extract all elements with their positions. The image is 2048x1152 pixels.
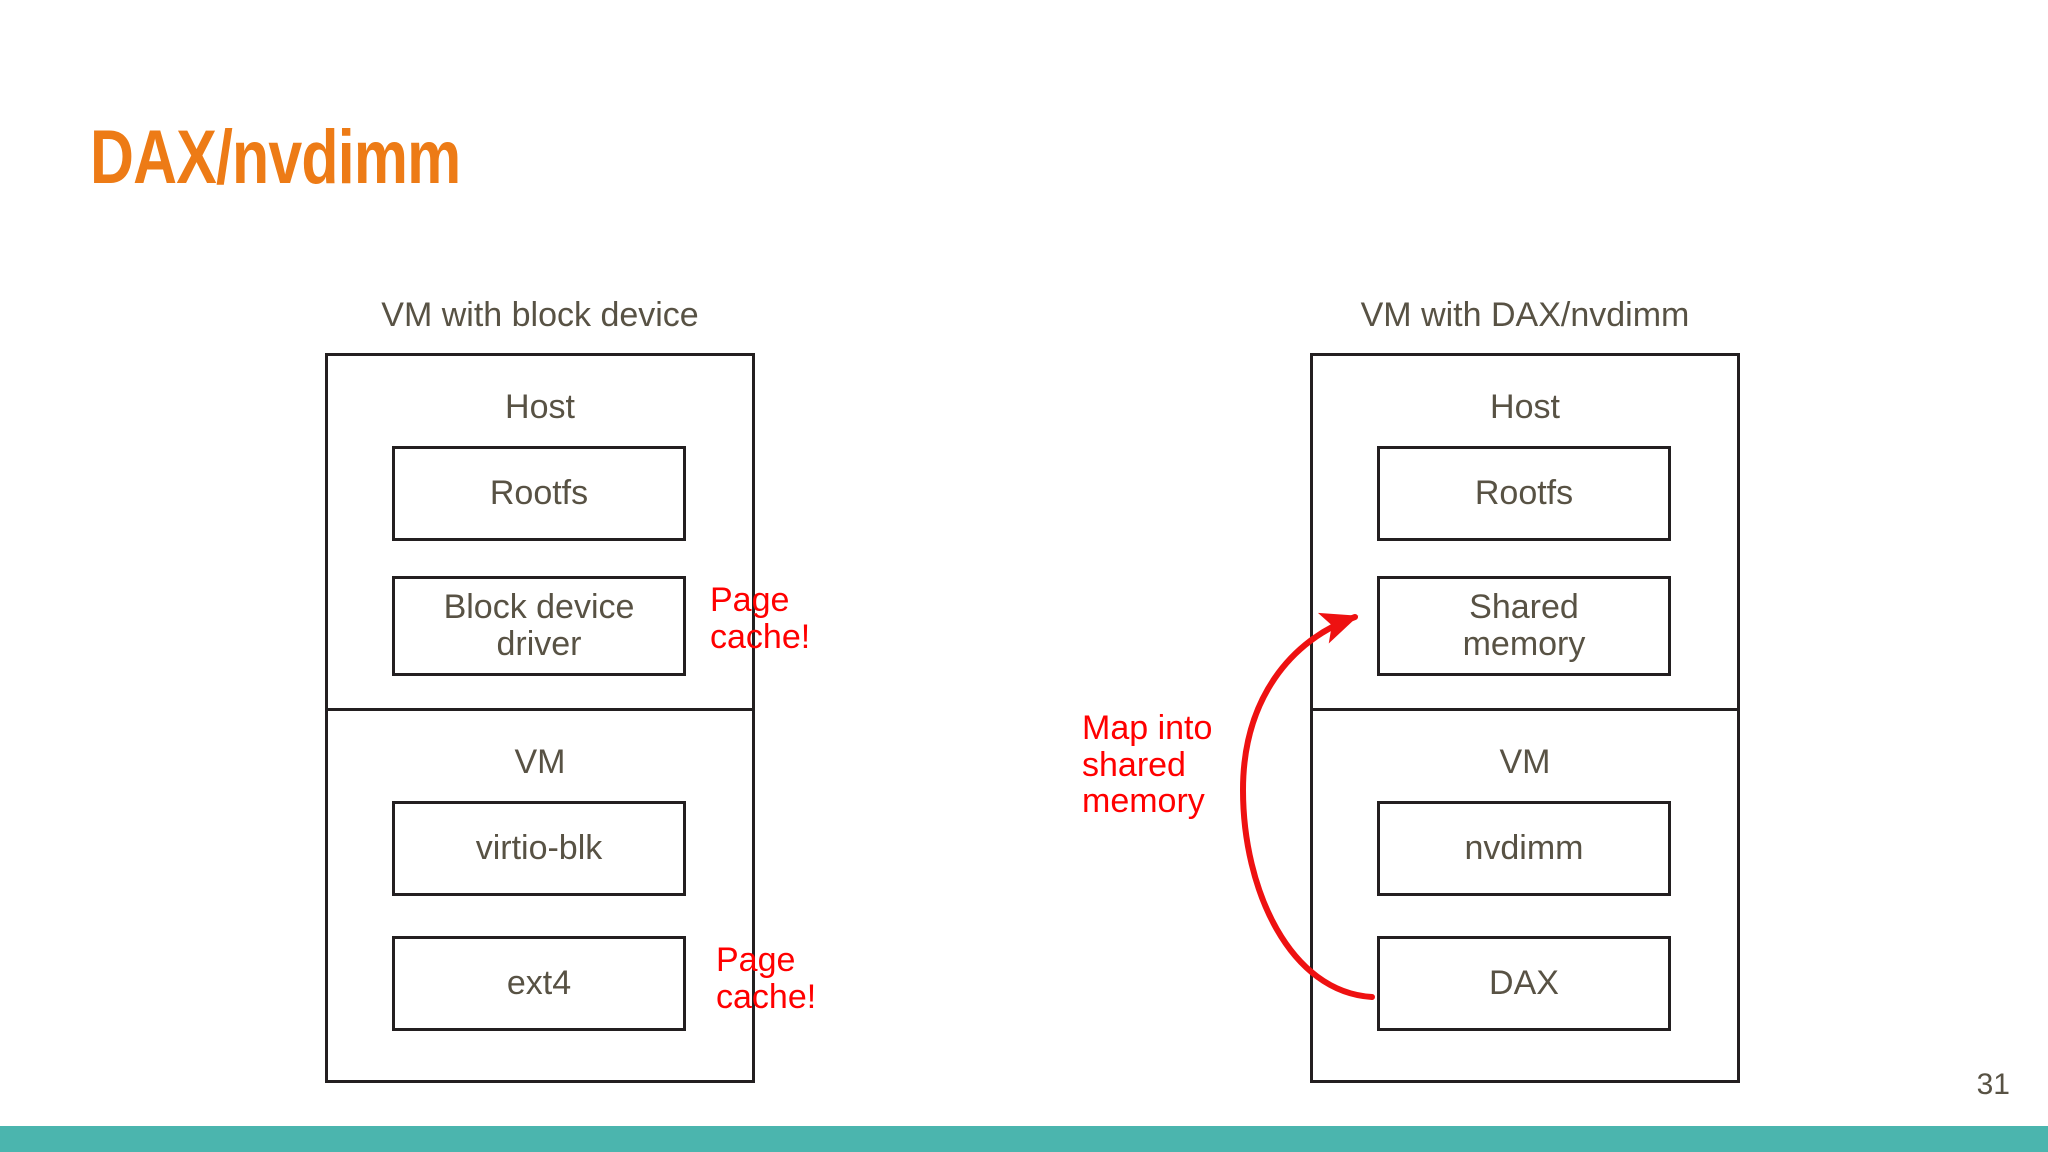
left-vm-box-ext4: ext4 [392, 936, 686, 1031]
left-vm-section: VM virtio-blk ext4 [328, 711, 752, 1086]
right-host-box-shared-memory-label: Shared memory [1462, 588, 1586, 663]
left-vm-box-ext4-label: ext4 [506, 964, 572, 1003]
right-host-box-rootfs-label: Rootfs [1474, 474, 1574, 513]
left-vm-box-virtio-blk: virtio-blk [392, 801, 686, 896]
left-vm-box-virtio-blk-label: virtio-blk [475, 829, 603, 868]
right-annotation-map-into-shared-memory: Map into shared memory [1082, 709, 1213, 821]
right-host-box-rootfs: Rootfs [1377, 446, 1671, 541]
right-diagram-caption: VM with DAX/nvdimm [1360, 296, 1690, 334]
page-number: 31 [1976, 1068, 2010, 1101]
footer-accent-bar [0, 1126, 2048, 1152]
right-host-box-shared-memory: Shared memory [1377, 576, 1671, 676]
left-host-box-rootfs-label: Rootfs [489, 474, 589, 513]
left-host-box-rootfs: Rootfs [392, 446, 686, 541]
left-vm-label: VM [514, 743, 566, 781]
right-vm-box-nvdimm: nvdimm [1377, 801, 1671, 896]
right-vm-box-dax-label: DAX [1489, 964, 1559, 1003]
left-annotation-page-cache-host: Page cache! [710, 581, 811, 656]
right-host-section: Host Rootfs Shared memory [1313, 356, 1737, 711]
right-vm-box-dax: DAX [1377, 936, 1671, 1031]
right-host-label: Host [1490, 388, 1560, 426]
left-diagram-outer-box: Host Rootfs Block device driver VM virti… [325, 353, 755, 1083]
page-title: DAX/nvdimm [90, 115, 461, 200]
right-vm-box-nvdimm-label: nvdimm [1464, 829, 1584, 868]
left-host-box-block-device-driver-label: Block device driver [443, 588, 635, 663]
right-vm-label: VM [1499, 743, 1551, 781]
right-diagram-outer-box: Host Rootfs Shared memory VM nvdimm DAX [1310, 353, 1740, 1083]
left-host-label: Host [505, 388, 575, 426]
right-vm-section: VM nvdimm DAX [1313, 711, 1737, 1086]
left-host-section: Host Rootfs Block device driver [328, 356, 752, 711]
left-host-box-block-device-driver: Block device driver [392, 576, 686, 676]
left-diagram-caption: VM with block device [381, 296, 699, 334]
left-annotation-page-cache-vm: Page cache! [716, 941, 817, 1016]
